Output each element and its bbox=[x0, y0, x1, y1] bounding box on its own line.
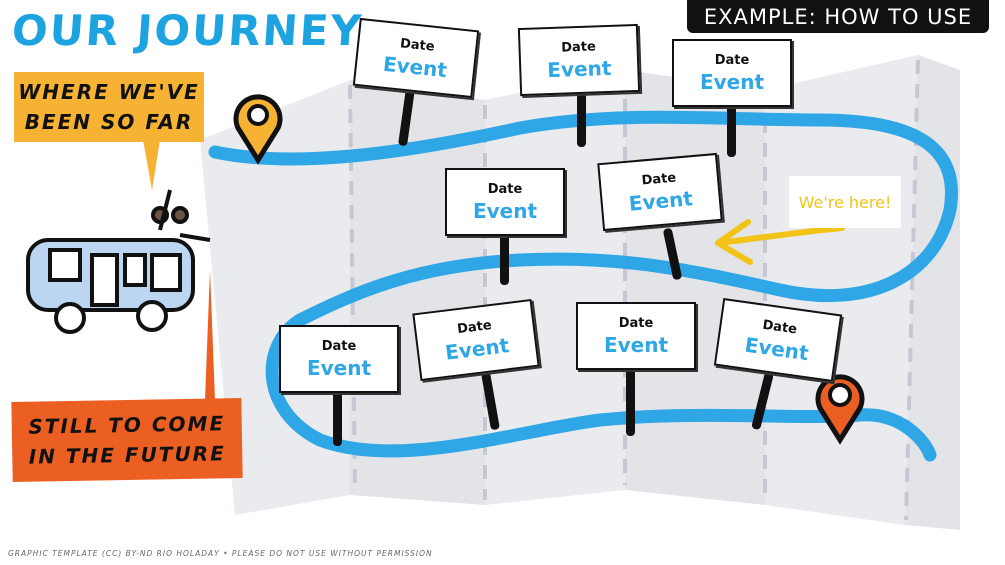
event-sign[interactable]: Date Event bbox=[445, 168, 565, 236]
event-title: Event bbox=[627, 185, 694, 216]
footer-credit: GRAPHIC TEMPLATE (CC) BY-ND RIO HOLADAY … bbox=[8, 549, 433, 558]
future-callout-tail bbox=[205, 270, 215, 400]
end-pin-icon bbox=[815, 374, 865, 445]
sign-post bbox=[577, 92, 586, 147]
event-date: Date bbox=[487, 181, 523, 197]
page-title: OUR JOURNEY bbox=[10, 6, 365, 55]
event-title: Event bbox=[603, 332, 669, 357]
event-title: Event bbox=[382, 51, 449, 82]
event-sign[interactable]: Date Event bbox=[352, 17, 480, 99]
event-title: Event bbox=[699, 69, 765, 94]
event-sign[interactable]: Date Event bbox=[672, 39, 792, 107]
event-title: Event bbox=[443, 332, 511, 365]
past-callout-line: BEEN SO FAR bbox=[24, 110, 194, 134]
future-callout-line: IN THE FUTURE bbox=[28, 441, 226, 469]
here-arrow-icon bbox=[715, 219, 845, 265]
event-date: Date bbox=[560, 38, 597, 56]
event-date: Date bbox=[399, 35, 436, 55]
event-title: Event bbox=[743, 332, 811, 365]
future-callout: STILL TO COME IN THE FUTURE bbox=[11, 397, 243, 483]
event-title: Event bbox=[546, 55, 612, 82]
future-callout-line: STILL TO COME bbox=[28, 411, 226, 439]
past-callout: WHERE WE'VE BEEN SO FAR bbox=[14, 72, 204, 142]
event-sign[interactable]: Date Event bbox=[412, 298, 540, 382]
event-sign[interactable]: Date Event bbox=[597, 152, 723, 232]
event-date: Date bbox=[714, 52, 750, 68]
journey-path bbox=[208, 110, 958, 462]
sign-post bbox=[500, 230, 509, 285]
example-badge: EXAMPLE: HOW TO USE bbox=[687, 0, 989, 33]
sign-post bbox=[626, 364, 635, 436]
bus-icon bbox=[26, 189, 211, 334]
event-date: Date bbox=[618, 315, 654, 331]
event-title: Event bbox=[472, 198, 538, 223]
past-callout-line: WHERE WE'VE bbox=[18, 80, 200, 104]
event-date: Date bbox=[321, 338, 357, 354]
event-sign[interactable]: Date Event bbox=[279, 325, 399, 393]
past-callout-tail bbox=[143, 140, 160, 190]
event-date: Date bbox=[456, 317, 493, 337]
sign-post bbox=[727, 100, 736, 157]
event-sign[interactable]: Date Event bbox=[576, 302, 696, 370]
event-title: Event bbox=[306, 355, 372, 380]
sign-post bbox=[333, 388, 342, 446]
we-are-here-label: We're here! bbox=[789, 176, 901, 228]
event-sign[interactable]: Date Event bbox=[517, 23, 641, 97]
start-pin-icon bbox=[233, 94, 283, 165]
event-date: Date bbox=[640, 170, 677, 189]
